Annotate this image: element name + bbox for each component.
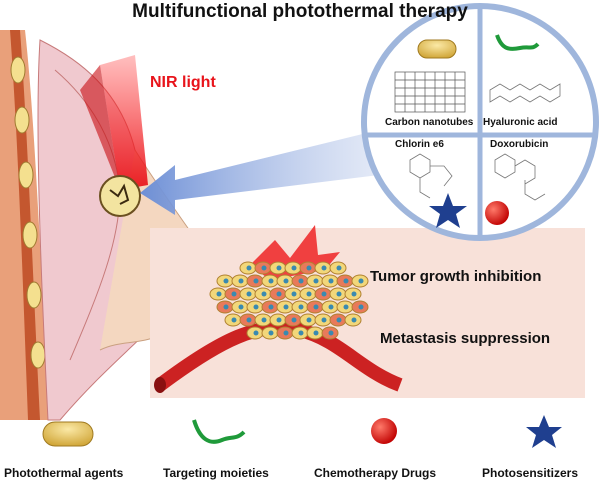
cell-nucleus xyxy=(261,291,267,297)
cell-nucleus xyxy=(306,317,312,323)
cell-nucleus xyxy=(358,304,364,310)
quadrant-label: Chlorin e6 xyxy=(395,139,444,150)
nanoplatform-circle xyxy=(361,3,599,241)
cell-nucleus xyxy=(268,304,274,310)
cell-nucleus xyxy=(343,304,349,310)
cell-nucleus xyxy=(261,265,267,271)
cell-nucleus xyxy=(276,317,282,323)
cell-nucleus xyxy=(291,317,297,323)
cell-nucleus xyxy=(253,304,259,310)
cell-nucleus xyxy=(336,265,342,271)
legend-label: Photothermal agents xyxy=(4,466,124,480)
cell-nucleus xyxy=(328,330,334,336)
cell-nucleus xyxy=(283,304,289,310)
cell-nucleus xyxy=(216,291,222,297)
cell-nucleus xyxy=(321,265,327,271)
cell-nucleus xyxy=(261,317,267,323)
cell-nucleus xyxy=(283,278,289,284)
cell-nucleus xyxy=(291,265,297,271)
cell-nucleus xyxy=(223,304,229,310)
cell-nucleus xyxy=(246,265,252,271)
cell-nucleus xyxy=(321,291,327,297)
delivery-arrow xyxy=(140,120,420,215)
cell-nucleus xyxy=(253,278,259,284)
cell-nucleus xyxy=(313,278,319,284)
nir-label: NIR light xyxy=(150,74,216,91)
red-sphere-icon xyxy=(485,201,509,225)
legend-label: Photosensitizers xyxy=(482,466,579,480)
cell-nucleus xyxy=(343,278,349,284)
legend-star-icon xyxy=(526,415,562,448)
cell-nucleus xyxy=(298,278,304,284)
cell-nucleus xyxy=(306,291,312,297)
cell-nucleus xyxy=(321,317,327,323)
cell-nucleus xyxy=(268,330,274,336)
legend-label: Targeting moieties xyxy=(163,466,269,480)
tumor-growth-label: Tumor growth inhibition xyxy=(370,268,542,285)
metastasis-label: Metastasis suppression xyxy=(380,330,551,347)
cell-nucleus xyxy=(276,291,282,297)
cell-nucleus xyxy=(231,317,237,323)
legend-label: Chemotherapy Drugs xyxy=(314,466,437,480)
cell-nucleus xyxy=(276,265,282,271)
quadrant-label: Carbon nanotubes xyxy=(385,117,474,128)
cell-nucleus xyxy=(246,317,252,323)
cell-nucleus xyxy=(336,291,342,297)
star-icon xyxy=(429,193,467,228)
cell-nucleus xyxy=(223,278,229,284)
cell-nucleus xyxy=(306,265,312,271)
cell-nucleus xyxy=(231,291,237,297)
nir-light-beam xyxy=(100,55,148,190)
tumor-cells xyxy=(209,261,369,340)
cell-nucleus xyxy=(268,278,274,284)
cell-nucleus xyxy=(351,317,357,323)
cell-nucleus xyxy=(313,304,319,310)
cell-nucleus xyxy=(238,278,244,284)
cell-nucleus xyxy=(291,291,297,297)
quadrant-label: Doxorubicin xyxy=(490,139,549,150)
tumor-icon xyxy=(99,175,141,217)
cell-nucleus xyxy=(298,330,304,336)
sphere-icon xyxy=(371,418,397,444)
quadrant-label: Hyaluronic acid xyxy=(483,117,558,128)
green-curve-icon xyxy=(192,419,246,444)
cell-nucleus xyxy=(328,304,334,310)
title: Multifunctional photothermal therapy xyxy=(132,1,468,22)
capsule-icon xyxy=(42,421,94,447)
cell-nucleus xyxy=(283,330,289,336)
cell-nucleus xyxy=(336,317,342,323)
cell-nucleus xyxy=(358,278,364,284)
cell-nucleus xyxy=(351,291,357,297)
cell-nucleus xyxy=(253,330,259,336)
cell-nucleus xyxy=(246,291,252,297)
cell-nucleus xyxy=(328,278,334,284)
cell-nucleus xyxy=(313,330,319,336)
cell-nucleus xyxy=(238,304,244,310)
cell-nucleus xyxy=(298,304,304,310)
